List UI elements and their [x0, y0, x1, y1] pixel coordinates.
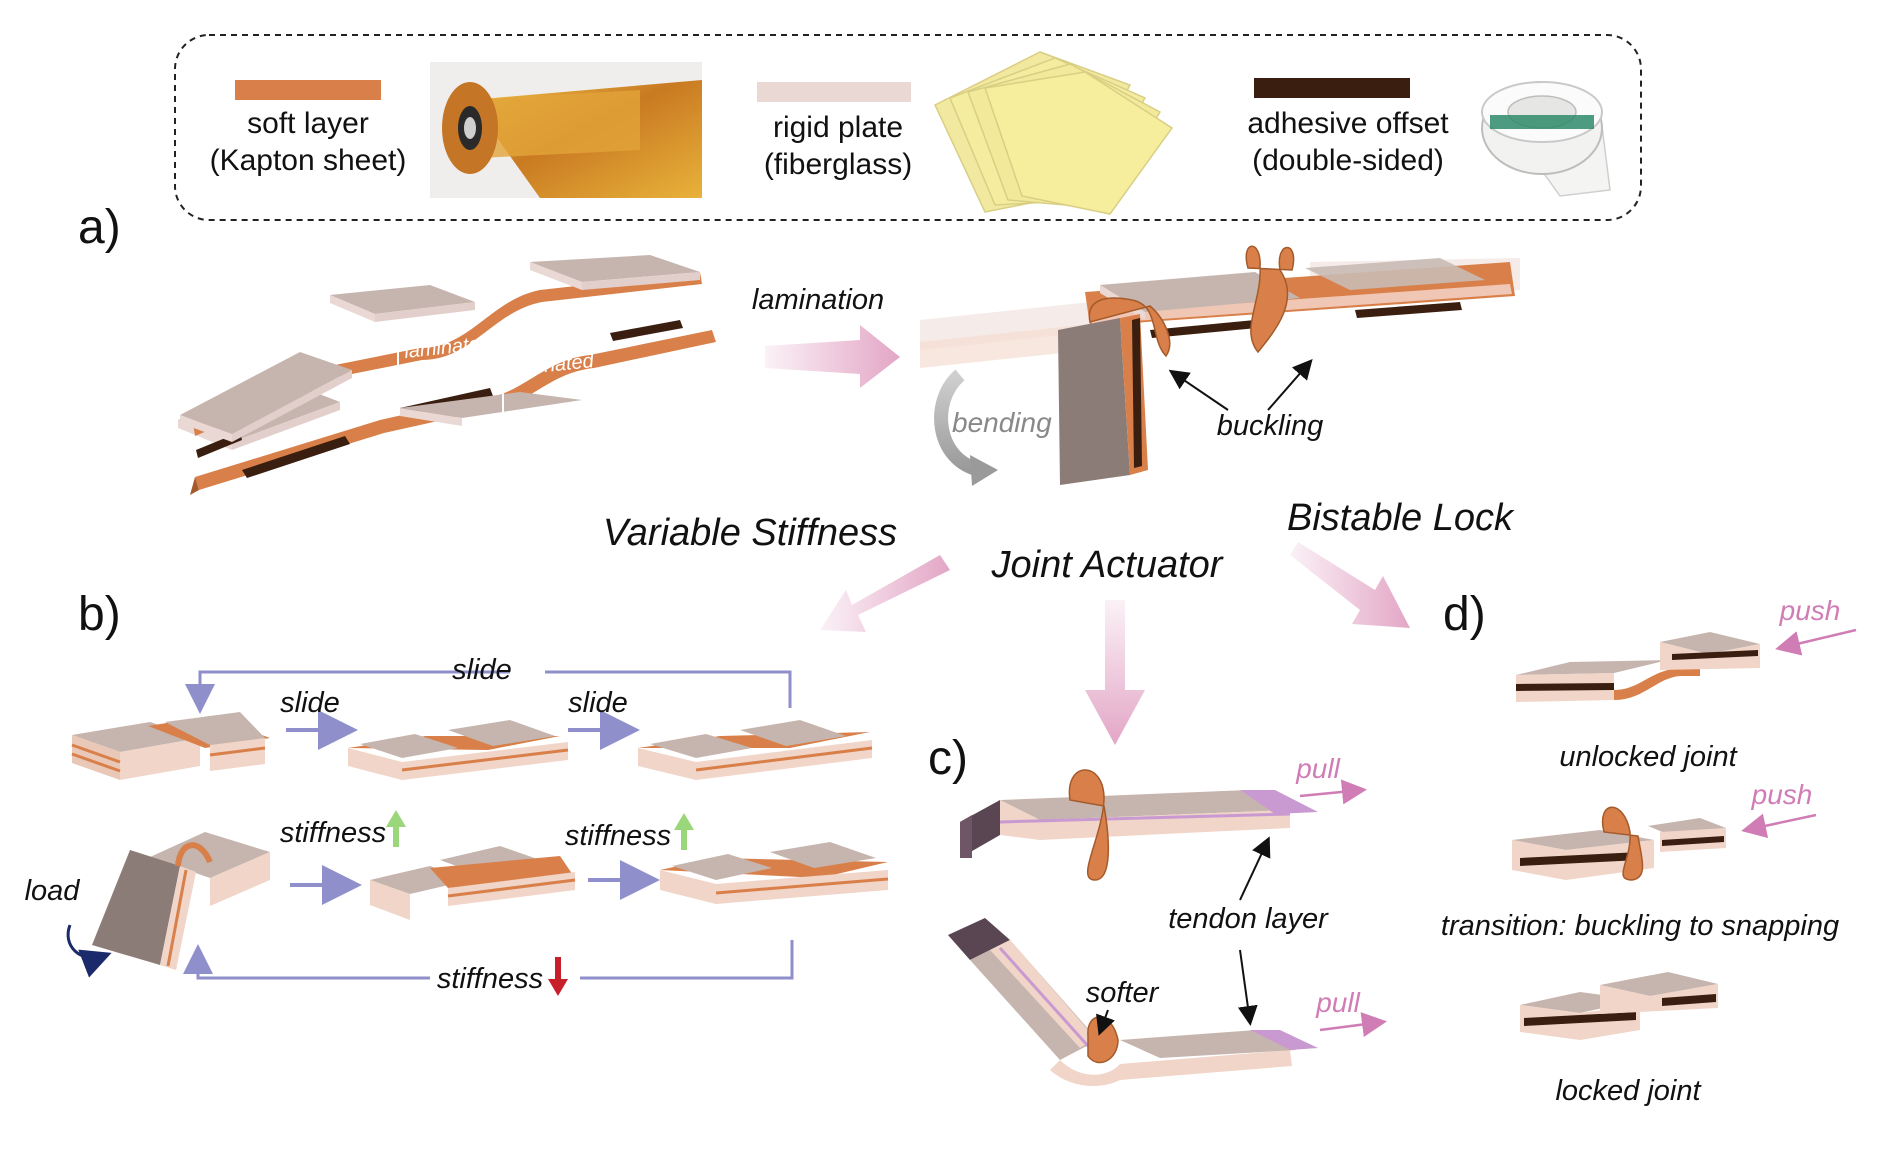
double-sided-tape-photo	[1481, 81, 1611, 197]
variable-stiffness-title: Variable Stiffness	[603, 512, 897, 554]
push-label-2: push	[1751, 779, 1813, 810]
panel-c-tendon-actuation: pull pull tendon layer softer	[948, 753, 1387, 1086]
stack-unit-4	[370, 846, 576, 920]
laminated-label-1: laminated	[403, 332, 492, 363]
lamination-label: lamination	[752, 284, 884, 316]
softer-pointer	[1096, 1009, 1115, 1036]
branch-arrow-left	[820, 555, 950, 632]
adhesive-offset-label: adhesive offset	[1247, 107, 1449, 140]
materials-legend: soft layer (Kapton sheet) rigid plate (f…	[174, 34, 1642, 221]
locked-joint-label: locked joint	[1555, 1075, 1702, 1107]
load-arrow	[66, 924, 112, 978]
push-arrow-1	[1775, 628, 1857, 656]
panel-c-label: c)	[928, 732, 968, 785]
soft-layer-swatch	[235, 80, 381, 100]
buckling-pointer-2	[1267, 358, 1313, 411]
push-arrow-2	[1741, 813, 1817, 839]
pull-arrow-1	[1299, 779, 1367, 805]
push-label-1: push	[1779, 595, 1841, 626]
panel-a-label: a)	[78, 201, 121, 254]
laminated-label-2: laminated	[506, 350, 595, 381]
lamination-arrow	[765, 325, 900, 388]
adhesive-offset-sublabel: (double-sided)	[1252, 144, 1444, 177]
bending-label: bending	[952, 407, 1052, 438]
softer-label: softer	[1086, 977, 1160, 1009]
panel-a-exploded-layers: laminated laminated	[178, 255, 716, 495]
pull-label-1: pull	[1295, 753, 1340, 784]
buckling-label: buckling	[1217, 410, 1323, 442]
panel-a-laminated-actuator	[920, 245, 1520, 485]
stack-unit-1	[71, 712, 270, 780]
fiberglass-sheets-photo	[934, 51, 1174, 215]
slide-label-2: slide	[568, 687, 628, 719]
pull-label-2: pull	[1315, 987, 1360, 1018]
tendon-pointer-1	[1239, 836, 1271, 901]
load-label: load	[25, 875, 81, 907]
adhesive-offset-swatch	[1254, 78, 1410, 98]
soft-layer-sublabel: (Kapton sheet)	[210, 144, 407, 177]
buckling-pointer-1	[1168, 369, 1229, 411]
soft-layer-label: soft layer	[247, 107, 369, 140]
tendon-pointer-2	[1237, 949, 1258, 1026]
stiffness-label-1: stiffness	[280, 817, 386, 849]
stiffness-down-arrow	[548, 957, 568, 996]
stiffness-label-2: stiffness	[565, 820, 671, 852]
joint-actuator-title: Joint Actuator	[991, 544, 1224, 586]
bending-arrow	[934, 369, 998, 486]
panel-b-label: b)	[78, 588, 121, 641]
panel-b-variable-stiffness: slide slide slide	[25, 654, 889, 996]
transition-label: transition: buckling to snapping	[1441, 910, 1839, 942]
stack-unit-3	[638, 720, 873, 780]
slide-label-1: slide	[280, 687, 340, 719]
stiffness-up-arrow-1	[386, 810, 406, 847]
unlocked-joint-label: unlocked joint	[1559, 741, 1738, 773]
bistable-lock-title: Bistable Lock	[1287, 497, 1515, 539]
stiffness-bottom-label: stiffness	[437, 963, 543, 995]
panel-d-label: d)	[1443, 588, 1486, 641]
branch-arrow-right	[1290, 542, 1410, 628]
stiffness-up-arrow-2	[674, 813, 694, 850]
branch-arrow-down	[1085, 600, 1145, 745]
rigid-plate-swatch	[757, 82, 911, 102]
pull-arrow-2	[1319, 1012, 1387, 1037]
stack-unit-bent	[92, 832, 270, 970]
rigid-plate-label: rigid plate	[773, 111, 903, 144]
tendon-layer-label: tendon layer	[1168, 903, 1329, 935]
stack-unit-2	[348, 720, 569, 780]
stack-unit-5	[660, 842, 889, 904]
rigid-plate-sublabel: (fiberglass)	[764, 148, 912, 181]
slide-top-label: slide	[452, 654, 512, 686]
kapton-roll-photo	[430, 62, 702, 198]
panel-d-bistable-lock: push unlocked joint push transition: buc…	[1441, 595, 1857, 1107]
